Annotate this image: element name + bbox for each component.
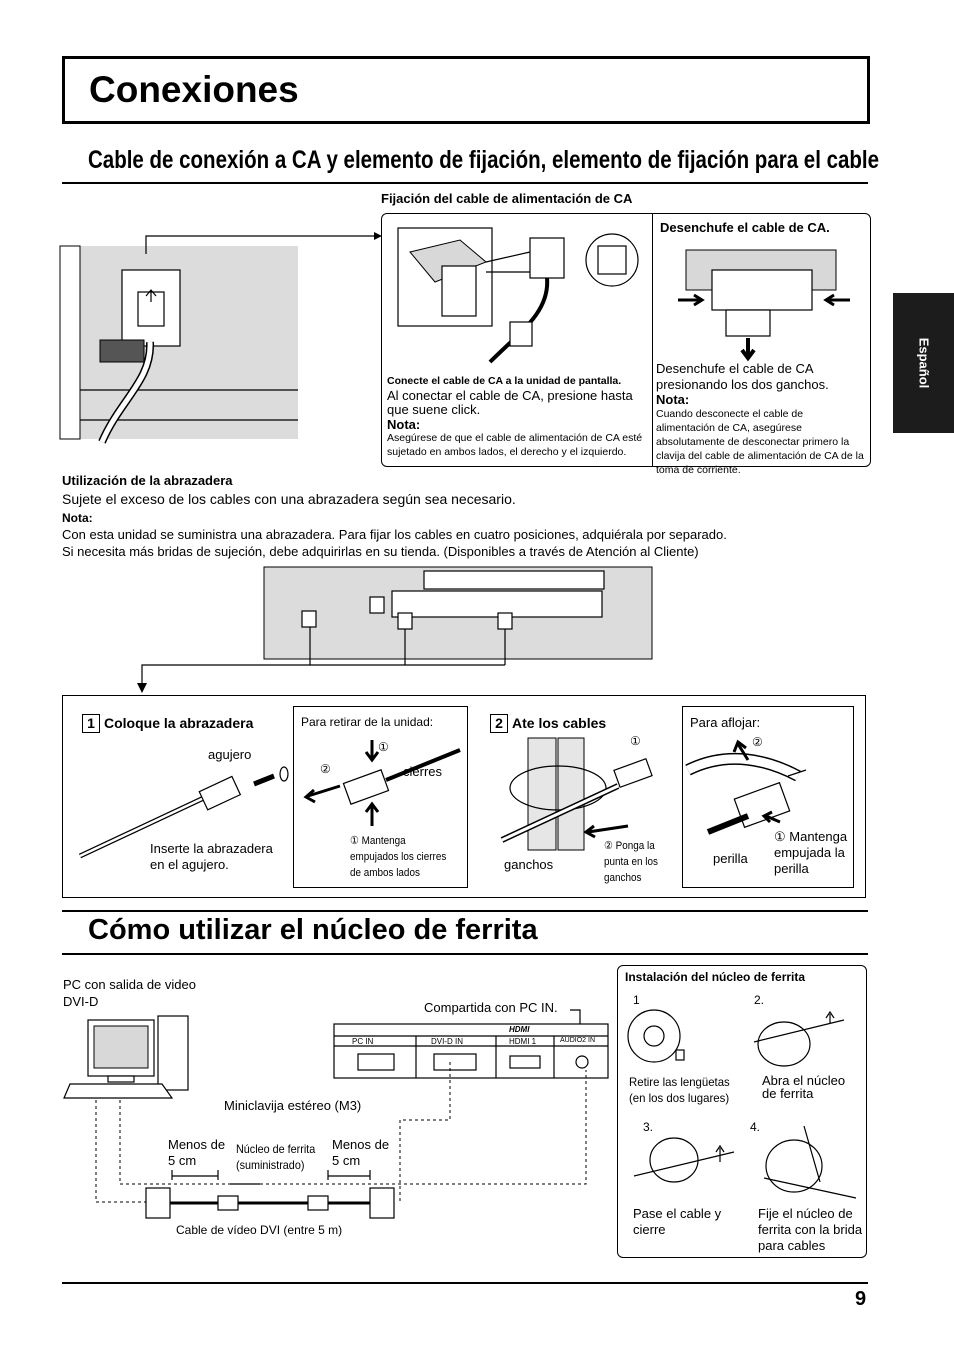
less-than-left: Menos de 5 cm [168, 1137, 226, 1168]
clamp-steps-box [62, 695, 866, 898]
connect-note-label: Nota: [387, 417, 421, 432]
loosen-title: Para aflojar: [690, 715, 761, 730]
tie-circ-1: ① [630, 734, 641, 748]
remove-circ-2: ② [320, 762, 331, 776]
loosen-box [682, 706, 854, 888]
unplug-text: Desenchufe el cable de CA presionando lo… [656, 361, 829, 392]
port-pc-in: PC IN [352, 1037, 374, 1046]
clamp-insert-illustration [78, 766, 289, 859]
clamp-remove-illustration [303, 740, 461, 826]
connect-text: Al conectar el cable de CA, presione has… [387, 388, 633, 417]
page-title-box: Conexiones [62, 56, 870, 124]
knob-label: perilla [713, 851, 748, 866]
clamp-heading: Utilización de la abrazadera [62, 473, 233, 488]
ferrite-step2-num: 2. [754, 993, 765, 1007]
ferrite-install-box [617, 965, 867, 1258]
ac-box-divider [652, 213, 653, 467]
page-number: 9 [855, 1288, 867, 1310]
ferrite-steps-3-4-illustration [633, 1125, 857, 1199]
ac-connect-illustration [397, 227, 639, 364]
input-panel-illustration [333, 1009, 609, 1079]
ferrite-step1-text: Retire las lengüetas (en los dos lugares… [629, 1075, 730, 1105]
section-ferrite-title: Cómo utilizar el núcleo de ferrita [88, 914, 538, 946]
step1-number: 1 [82, 714, 100, 733]
section-rule [62, 182, 868, 184]
remove-box [293, 706, 468, 888]
section2-rule-top [62, 910, 868, 912]
insert-label: Inserte la abrazadera en el agujero. [150, 841, 273, 872]
keep-knob-label: ① Mantenga empujada la perilla [774, 829, 848, 876]
tip-label: ② Ponga la punta en los ganchos [604, 840, 658, 884]
clamp-text: Sujete el exceso de los cables con una a… [62, 491, 516, 507]
less-than-right: Menos de 5 cm [332, 1137, 390, 1168]
cable-connection-illustration [95, 1062, 587, 1219]
ferrite-step1-num: 1 [633, 993, 640, 1007]
hooks-label: ganchos [504, 857, 554, 872]
connect-bold: Conecte el cable de CA a la unidad de pa… [387, 375, 622, 387]
tie-cables-illustration [500, 737, 653, 851]
language-tab: Español [893, 293, 954, 433]
port-dvi-in: DVI-D IN [431, 1037, 463, 1046]
clamp-note-label: Nota: [62, 511, 93, 525]
core-supplied-label: Núcleo de ferrita (suministrado) [236, 1142, 316, 1172]
section-ac-title: Cable de conexión a CA y elemento de fij… [88, 146, 880, 174]
step2-title: Ate los cables [512, 715, 607, 731]
unplug-note-label: Nota: [656, 392, 690, 407]
step1-title: Coloque la abrazadera [104, 715, 254, 731]
hdmi-logo: HDMI [509, 1025, 530, 1034]
unplug-note: Cuando desconecte el cable de alimentaci… [656, 408, 864, 476]
miniplug-label: Miniclavija estéreo (M3) [224, 1098, 362, 1113]
footer-rule [62, 1282, 868, 1284]
language-tab-label: Español [916, 337, 931, 389]
section2-rule-bottom [62, 953, 868, 955]
port-audio: AUDIO2 IN [560, 1037, 596, 1044]
dvi-cable-label: Cable de vídeo DVI (entre 5 m) [176, 1223, 343, 1237]
ferrite-step3-text: Pase el cable y cierre [633, 1206, 722, 1237]
ferrite-step4-text: Fije el núcleo de ferrita con la brida p… [758, 1206, 863, 1253]
loosen-circ-2: ② [752, 735, 763, 749]
unplug-title: Desenchufe el cable de CA. [660, 220, 830, 235]
tv-back-illustration [59, 232, 382, 444]
remove-title: Para retirar de la unidad: [301, 715, 434, 729]
ferrite-step2-text: Abra el núcleo de ferrita [762, 1073, 846, 1101]
loosen-illustration [685, 739, 807, 835]
ferrite-step3-num: 3. [643, 1120, 654, 1134]
hole-label: agujero [208, 747, 252, 762]
unplug-illustration [678, 249, 850, 362]
ferrite-install-title: Instalación del núcleo de ferrita [625, 970, 806, 984]
tv-clamp-positions-illustration [137, 566, 653, 693]
connect-note: Asegúrese de que el cable de alimentació… [387, 432, 643, 458]
pc-illustration [63, 1015, 189, 1099]
step2-number: 2 [490, 714, 508, 733]
shared-label: Compartida con PC IN. [424, 1000, 558, 1015]
pc-label: PC con salida de video DVI-D [63, 977, 196, 1009]
ferrite-steps-1-2-illustration [627, 1009, 845, 1067]
page-title: Conexiones [89, 69, 299, 110]
port-hdmi: HDMI 1 [509, 1037, 537, 1046]
remove-circ-1: ① [378, 740, 389, 754]
fixing-title: Fijación del cable de alimentación de CA [381, 191, 633, 206]
keep-pressed-label: ① Mantenga empujados los cierres de ambo… [350, 835, 447, 879]
clamp-note-2: Si necesita más bridas de sujeción, debe… [62, 544, 699, 559]
ac-fixing-box [381, 213, 871, 467]
clamp-note-1: Con esta unidad se suministra una abraza… [62, 527, 727, 542]
ferrite-step4-num: 4. [750, 1120, 761, 1134]
